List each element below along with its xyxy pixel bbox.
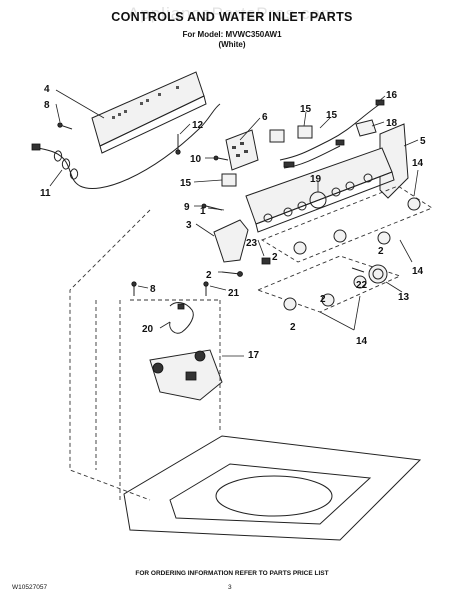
cabinet-top (123, 435, 422, 541)
switches (221, 125, 313, 187)
bracket (355, 119, 377, 137)
callout: 2 (206, 270, 212, 281)
callout: 20 (142, 324, 154, 335)
end-cap-left (213, 219, 249, 263)
callout: 2 (272, 252, 278, 263)
water-inlet-valve (149, 349, 223, 401)
callout: 6 (262, 112, 268, 123)
screw-top (57, 122, 73, 130)
callout-labels: 4 8 11 12 10 6 15 15 16 18 5 14 15 19 9 … (40, 84, 426, 361)
document-id: W10527057 (12, 584, 48, 591)
callout: 9 (184, 202, 190, 213)
knob-group-upper (260, 185, 433, 263)
screws-inlet (131, 281, 209, 296)
callout: 23 (246, 238, 258, 249)
callout: 14 (412, 158, 424, 169)
large-knob (368, 264, 388, 284)
callout: 3 (186, 220, 192, 231)
lens (261, 257, 271, 265)
callout: 16 (386, 90, 398, 101)
power-cord (31, 103, 221, 189)
callout: 2 (320, 294, 326, 305)
knob-skirt (351, 267, 365, 273)
control-board (225, 129, 259, 171)
callout: 18 (386, 118, 398, 129)
screw-board (213, 155, 229, 161)
callout: 4 (44, 84, 50, 95)
callout: 12 (192, 120, 204, 131)
callout: 8 (44, 100, 50, 111)
leader-lines (49, 89, 419, 357)
end-cap (379, 123, 409, 199)
callout: 15 (180, 178, 192, 189)
knobs (283, 197, 421, 311)
console-front (245, 147, 395, 233)
screw-lower (221, 271, 243, 277)
inlet-harness (169, 302, 194, 334)
callout: 14 (412, 266, 424, 277)
ordering-note: FOR ORDERING INFORMATION REFER TO PARTS … (135, 570, 329, 577)
page-title: CONTROLS AND WATER INLET PARTS (111, 10, 353, 24)
callout: 19 (310, 174, 322, 185)
wire-harness (279, 99, 385, 169)
callout: 15 (326, 110, 338, 121)
callout: 21 (228, 288, 240, 299)
callout: 11 (40, 188, 51, 199)
callout: 14 (356, 336, 368, 347)
callout: 22 (356, 280, 368, 291)
callout: 2 (290, 322, 296, 333)
cord-clip (175, 134, 181, 155)
callout: 15 (300, 104, 312, 115)
rear-control-panel (91, 71, 207, 154)
callout: 8 (150, 284, 156, 295)
watermark: AppliancePartsPros.com (127, 4, 337, 23)
color-line: (White) (218, 40, 246, 49)
callout: 1 (200, 206, 206, 217)
model-line: For Model: MVWC350AW1 (182, 30, 282, 39)
callout: 17 (248, 350, 260, 361)
callout: 2 (378, 246, 384, 257)
assembly-dashes (69, 209, 221, 501)
callout: 10 (190, 154, 202, 165)
callout: 5 (420, 136, 426, 147)
page-number: 3 (228, 584, 232, 591)
callout: 13 (398, 292, 410, 303)
knob-group-lower (256, 255, 402, 313)
